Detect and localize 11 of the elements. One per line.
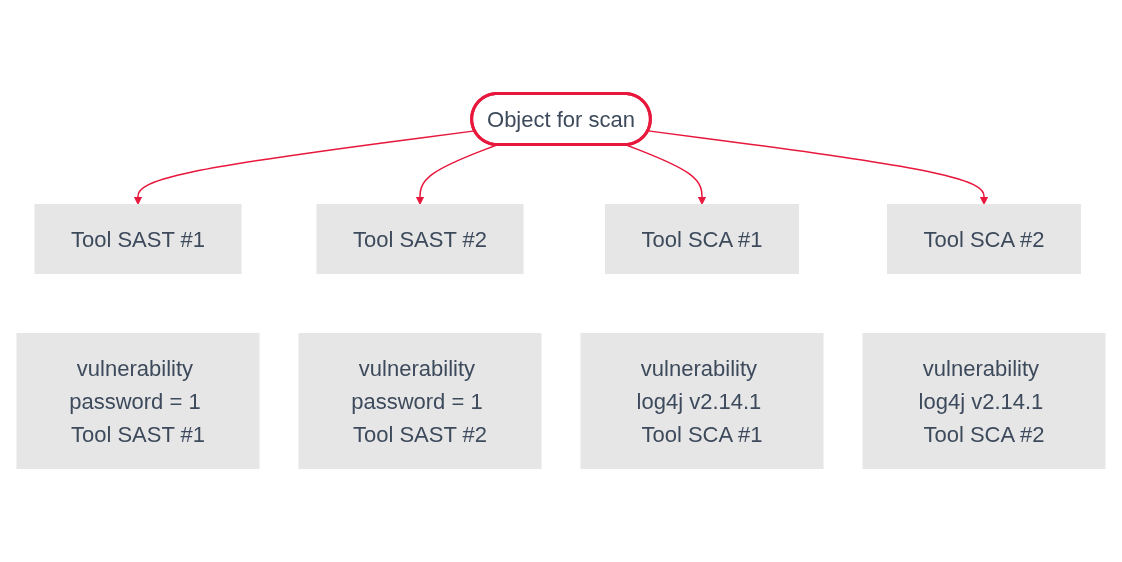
node-box: vulnerability password = 1 Tool SAST #2 bbox=[298, 333, 542, 469]
node-box: Tool SCA #2 bbox=[886, 204, 1082, 274]
node-box: vulnerability log4j v2.14.1 Tool SCA #2 bbox=[862, 333, 1106, 469]
node-box: Tool SAST #2 bbox=[316, 204, 524, 274]
arrow bbox=[647, 130, 989, 205]
arrow bbox=[415, 144, 498, 205]
node-box: vulnerability log4j v2.14.1 Tool SCA #1 bbox=[580, 333, 824, 469]
node-box: Tool SAST #1 bbox=[34, 204, 242, 274]
node-box: vulnerability password = 1 Tool SAST #1 bbox=[16, 333, 260, 469]
node-box: Tool SCA #1 bbox=[604, 204, 800, 274]
arrow bbox=[625, 144, 707, 205]
